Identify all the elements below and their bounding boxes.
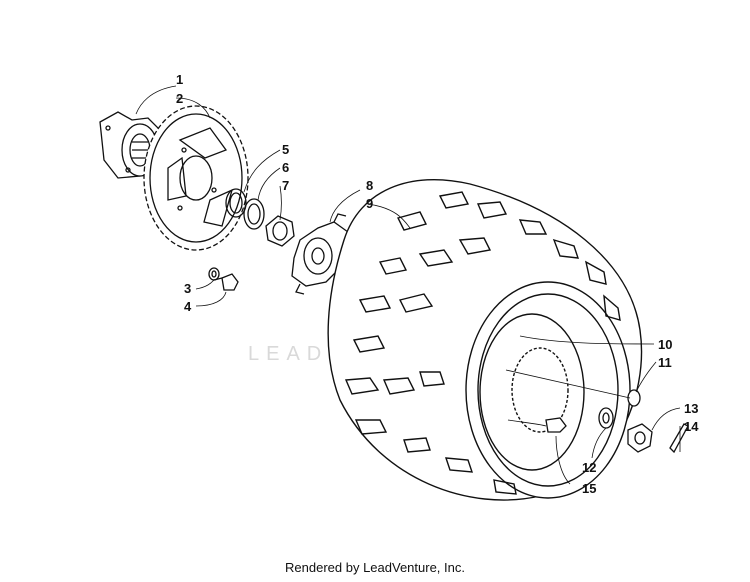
callout-8: 8 xyxy=(366,178,373,193)
flat-washer-part xyxy=(598,407,614,429)
seal-ring-part xyxy=(225,188,247,218)
cotter-pin-part xyxy=(669,423,689,454)
tire-part xyxy=(327,178,643,501)
callout-9: 9 xyxy=(366,196,373,211)
footer-credit: Rendered by LeadVenture, Inc. xyxy=(285,560,465,575)
callout-15: 15 xyxy=(582,481,596,496)
callout-4: 4 xyxy=(184,299,192,314)
callout-3: 3 xyxy=(184,281,191,296)
sprocket-part xyxy=(143,105,249,251)
hub-nut-part xyxy=(265,215,295,247)
axle-spacer-part xyxy=(627,389,641,407)
callout-6: 6 xyxy=(282,160,289,175)
castle-nut-part xyxy=(627,423,653,453)
washer-part xyxy=(208,267,220,281)
valve-stem-part xyxy=(545,417,567,433)
callout-1: 1 xyxy=(176,72,183,87)
leader-lines xyxy=(135,85,681,485)
callout-12: 12 xyxy=(582,460,596,475)
callout-11: 11 xyxy=(658,355,672,370)
spacer-ring-part xyxy=(243,198,265,230)
callout-2: 2 xyxy=(176,91,183,106)
callout-14: 14 xyxy=(684,419,699,434)
bolt-part xyxy=(213,273,239,291)
callout-13: 13 xyxy=(684,401,698,416)
callout-5: 5 xyxy=(282,142,289,157)
callout-10: 10 xyxy=(658,337,672,352)
callout-7: 7 xyxy=(282,178,289,193)
